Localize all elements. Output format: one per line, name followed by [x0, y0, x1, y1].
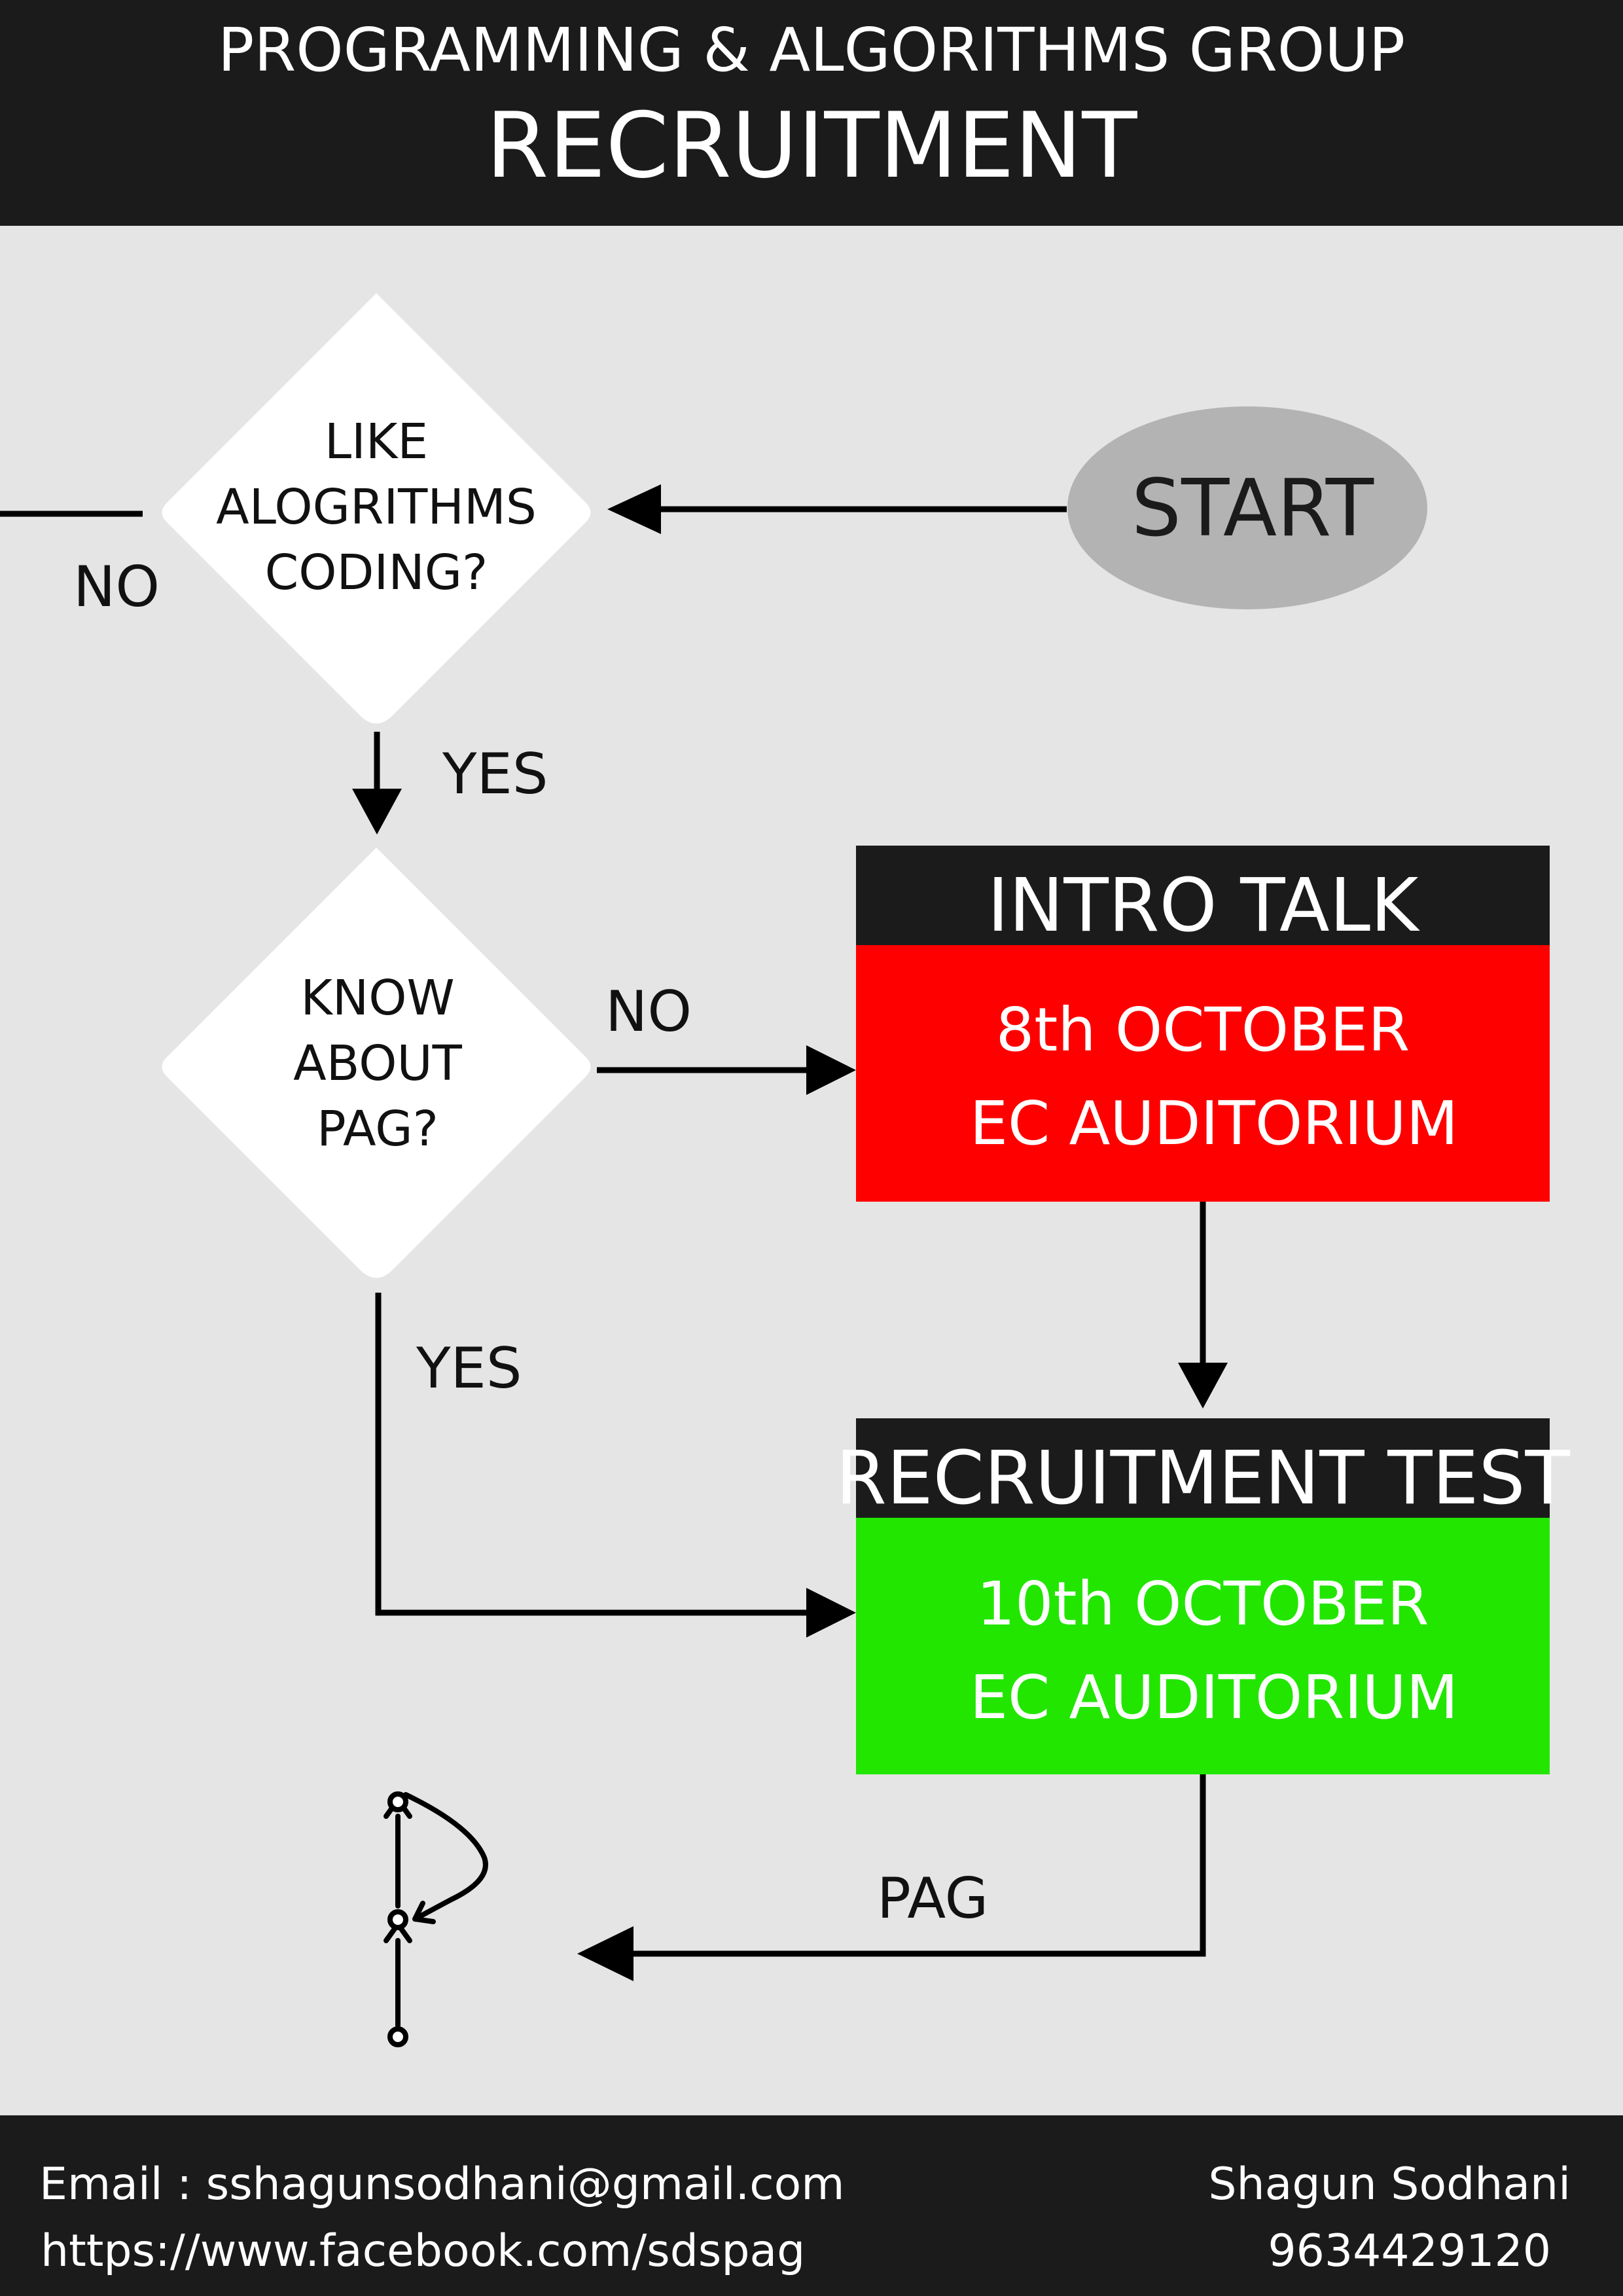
header-bar [0, 0, 1623, 226]
decision-know-pag [162, 848, 591, 1278]
arrowhead-pag-yes [806, 1588, 856, 1638]
decision-coding-line-1: LIKE [325, 414, 428, 470]
intro-talk-header [856, 846, 1550, 945]
recruitment-test-date: 10th OCTOBER [976, 1569, 1429, 1639]
recruitment-test-title: RECRUITMENT TEST [836, 1436, 1571, 1521]
decision-coding-line-3: CODING? [265, 545, 488, 601]
arrow-pag-yes [375, 1293, 812, 1616]
recruitment-test-venue: EC AUDITORIUM [970, 1662, 1458, 1732]
recruitment-test-header [856, 1418, 1550, 1518]
decision-like-algorithms [162, 293, 591, 724]
intro-talk-date: 8th OCTOBER [996, 995, 1410, 1065]
start-node [1067, 406, 1427, 609]
decision-pag-line-2: ABOUT [293, 1035, 462, 1092]
footer-phone: 9634429120 [1268, 2225, 1551, 2277]
label-to-logo: PAG [877, 1866, 988, 1931]
footer-name: Shagun Sodhani [1208, 2159, 1571, 2210]
header-title: RECRUITMENT [486, 93, 1137, 198]
decision-coding-line-2: ALOGRITHMS [216, 479, 537, 535]
arrowhead-pag-no [806, 1045, 856, 1095]
recruitment-test-body [856, 1518, 1550, 1774]
header-subtitle: PROGRAMMING & ALGORITHMS GROUP [218, 15, 1405, 85]
footer-email: Email : sshagunsodhani@gmail.com [39, 2159, 844, 2210]
arrow-test-to-logo [633, 1774, 1206, 1957]
label-pag-yes: YES [416, 1336, 522, 1401]
intro-talk-venue: EC AUDITORIUM [970, 1088, 1458, 1158]
decision-pag-line-3: PAG? [317, 1101, 438, 1157]
label-coding-no: NO [73, 554, 160, 620]
intro-talk-body [856, 945, 1550, 1202]
pag-logo-icon [383, 1791, 488, 2047]
arrowhead-start-to-coding [607, 484, 661, 534]
label-pag-no: NO [605, 979, 692, 1045]
arrowhead-intro-to-test [1178, 1363, 1228, 1408]
intro-talk-title: INTRO TALK [988, 863, 1421, 948]
start-label: START [1132, 463, 1374, 554]
arrowhead-test-to-logo [577, 1926, 633, 1981]
footer-bar [0, 2115, 1623, 2296]
label-coding-yes: YES [442, 742, 548, 807]
footer-facebook-link[interactable]: https://www.facebook.com/sdspag [41, 2225, 805, 2277]
decision-pag-line-1: KNOW [300, 970, 454, 1026]
arrowhead-coding-yes [352, 789, 402, 834]
